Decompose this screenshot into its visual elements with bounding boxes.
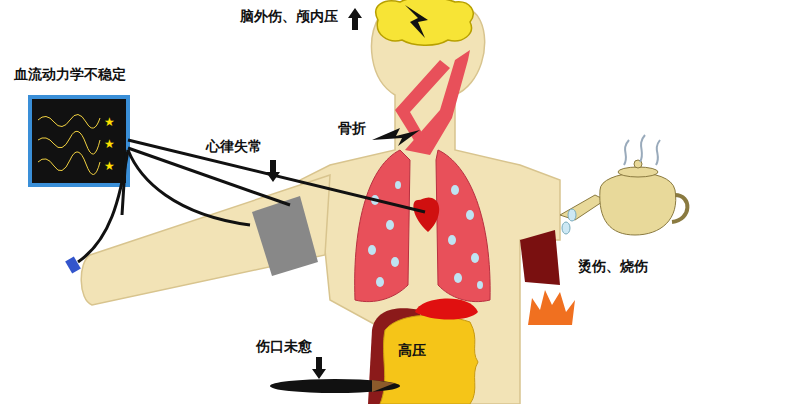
lung-dots [368,181,483,289]
torso [300,1,560,404]
svg-text:★: ★ [104,115,115,129]
bp-cuff [252,196,318,276]
brain [376,0,473,45]
label-text: 烫伤、烧伤 [578,258,648,275]
probe [65,256,81,273]
fracture-bolt [372,128,420,146]
stars: ★ ★ ★ [104,115,115,173]
label-text: 血流动力学不稳定 [14,66,126,83]
wound [270,379,400,393]
up-arrow [348,8,362,30]
svg-text:★: ★ [104,137,115,151]
stomach [415,298,478,319]
lung [355,150,410,302]
lung [436,150,490,302]
label-text: 脑外伤、颅内压 [240,8,338,25]
teapot [560,135,687,235]
down-arrow [312,357,326,379]
waveforms [38,114,100,174]
down-arrow [266,160,280,182]
wound-edge [372,380,395,392]
label-text: 骨折 [338,120,366,137]
heart [413,197,439,232]
label-text: 心律失常 [206,138,262,155]
label-text: 伤口未愈 [256,338,312,355]
monitor [30,97,128,185]
burn [520,230,560,285]
intestine [380,315,478,404]
wires [78,140,425,262]
svg-text:★: ★ [104,159,115,173]
label-text: 高压 [398,342,426,359]
flame [528,290,575,325]
injury-bolt [405,5,428,38]
